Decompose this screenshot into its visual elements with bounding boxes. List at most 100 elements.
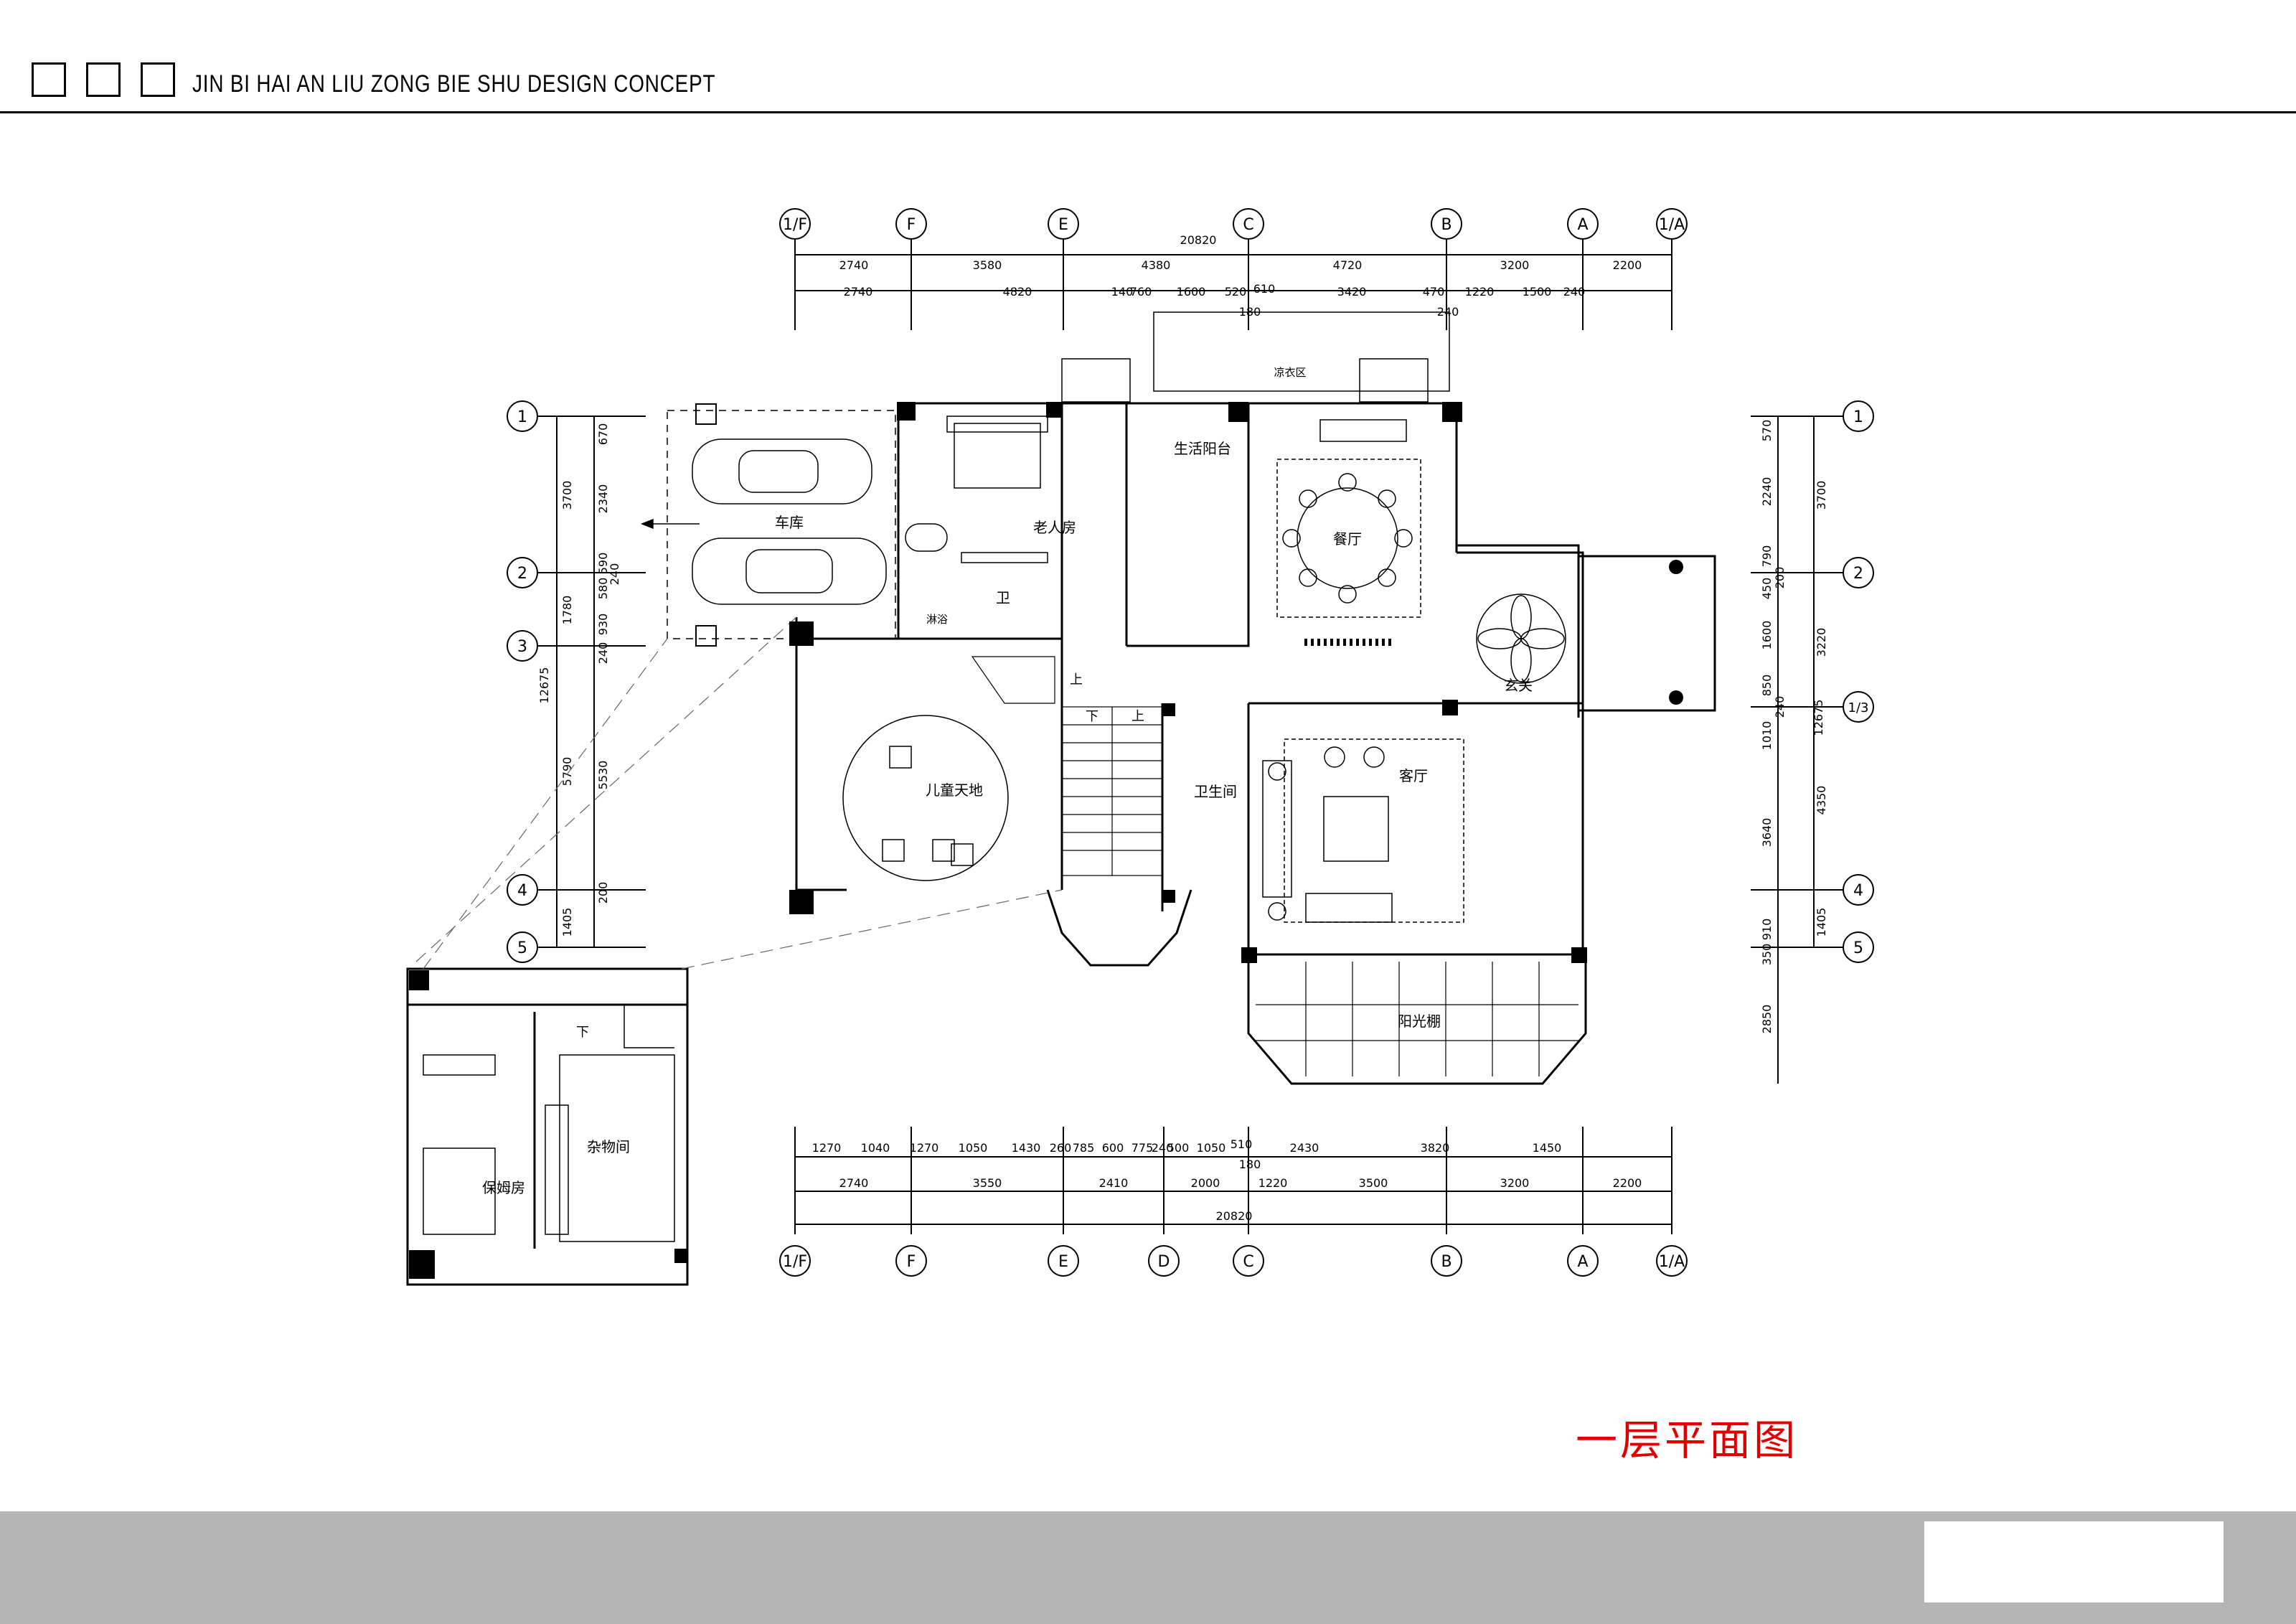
axis-right-2: 2 xyxy=(1853,565,1863,583)
dim-bot-5: 1430 xyxy=(1012,1141,1041,1155)
dim-rightin-6: 1600 xyxy=(1760,621,1774,650)
dim-rightin-7: 850 xyxy=(1760,675,1774,697)
dim-leftin-1: 670 xyxy=(596,423,610,446)
axis-left-1: 1 xyxy=(517,408,527,426)
dim-leftin-9: 200 xyxy=(596,882,610,904)
dim-rightin-2: 2240 xyxy=(1760,477,1774,507)
dim-top2-1: 2740 xyxy=(844,285,873,299)
stair-down-1: 下 xyxy=(1086,709,1098,724)
dim-rightin-5: 450 xyxy=(1760,578,1774,600)
stair-up-2: 上 xyxy=(1131,709,1144,724)
dim-top2-14: 240 xyxy=(1563,285,1586,299)
annex-furniture xyxy=(423,1005,675,1242)
axis-bottom-6: B xyxy=(1441,1253,1452,1271)
dim-leftin-4: 580 xyxy=(596,578,610,600)
dim-bot-8: 600 xyxy=(1102,1141,1124,1155)
axis-right-4: 4 xyxy=(1853,882,1863,900)
dim-top2-5: 1600 xyxy=(1177,285,1206,299)
dim-bot2-5: 1220 xyxy=(1258,1176,1288,1190)
axis-right-1: 1 xyxy=(1853,408,1863,426)
stair-up-1: 上 xyxy=(1070,672,1083,687)
dim-rightin-1: 570 xyxy=(1760,420,1774,442)
axis-top-4: C xyxy=(1243,216,1253,234)
dim-left-4: 1405 xyxy=(560,908,574,937)
dim-top-4: 4720 xyxy=(1333,258,1363,272)
dim-top2-12: 1220 xyxy=(1465,285,1495,299)
dim-bot-6: 260 xyxy=(1050,1141,1072,1155)
dim-bot-7: 785 xyxy=(1073,1141,1095,1155)
label-elderly: 老人房 xyxy=(1033,519,1076,536)
dim-top2-2: 4820 xyxy=(1003,285,1032,299)
label-storage: 杂物间 xyxy=(587,1138,630,1155)
axis-bottom-8: 1/A xyxy=(1659,1253,1685,1271)
elderly-bed xyxy=(905,416,1048,563)
garage-outline xyxy=(667,410,896,639)
axis-left-5: 5 xyxy=(517,939,527,957)
sunroom-grid xyxy=(1256,962,1578,1076)
dim-bot2-1: 2740 xyxy=(839,1176,869,1190)
kids-rug xyxy=(842,715,1009,881)
balcony-planter-right xyxy=(1359,358,1429,403)
dim-leftin-6: 930 xyxy=(596,614,610,636)
dim-top2-6: 520 xyxy=(1225,285,1247,299)
dim-leftin-2: 2340 xyxy=(596,484,610,514)
dim-top2-7: 610 xyxy=(1253,282,1276,296)
label-nanny: 保姆房 xyxy=(482,1179,525,1196)
axis-left-3: 3 xyxy=(517,638,527,656)
dim-rightin-14: 2850 xyxy=(1760,1005,1774,1034)
dim-top-1: 2740 xyxy=(839,258,869,272)
foyer-rosette xyxy=(1476,593,1566,684)
label-sunroom: 阳光棚 xyxy=(1398,1013,1441,1030)
axis-top-1: 1/F xyxy=(783,216,807,234)
dim-left-2: 1780 xyxy=(560,596,574,625)
logo-box-3 xyxy=(141,62,175,97)
dim-rightin-12: 910 xyxy=(1760,919,1774,941)
dim-bot-12: 1050 xyxy=(1197,1141,1226,1155)
dim-bot-11: 500 xyxy=(1167,1141,1190,1155)
dim-bot2-7: 3200 xyxy=(1500,1176,1530,1190)
garage-square-2 xyxy=(695,625,717,647)
dim-right-1: 3700 xyxy=(1815,481,1828,510)
dim-bot-9: 775 xyxy=(1131,1141,1154,1155)
label-bath-small: 卫 xyxy=(996,589,1010,606)
dim-bottom-total: 20820 xyxy=(1216,1209,1253,1223)
dim-bot-2: 1040 xyxy=(861,1141,890,1155)
dim-rightin-13: 350 xyxy=(1760,944,1774,966)
label-dining: 餐厅 xyxy=(1333,530,1362,548)
axis-right-3: 1/3 xyxy=(1848,700,1869,715)
axis-top-6: A xyxy=(1577,216,1588,234)
axis-bottom-2: F xyxy=(907,1253,916,1271)
axis-top-2: F xyxy=(907,216,916,234)
dim-top2-4: 760 xyxy=(1130,285,1152,299)
dim-bot-4: 1050 xyxy=(959,1141,988,1155)
dim-top2-13: 1500 xyxy=(1523,285,1552,299)
axis-bottom-5: C xyxy=(1243,1253,1253,1271)
label-living: 客厅 xyxy=(1399,767,1428,784)
dim-top2-9: 3420 xyxy=(1337,285,1367,299)
label-kids: 儿童天地 xyxy=(926,782,983,799)
footer-bar xyxy=(0,1511,2296,1624)
axis-left-2: 2 xyxy=(517,565,527,583)
dim-bot-1: 1270 xyxy=(812,1141,842,1155)
dim-bot-3: 1270 xyxy=(910,1141,939,1155)
dim-rightin-8: 240 xyxy=(1773,696,1787,718)
dim-leftin-8: 5530 xyxy=(596,761,610,790)
dining-table xyxy=(1276,459,1421,618)
dim-bot2-2: 3550 xyxy=(973,1176,1002,1190)
dim-top2-10: 470 xyxy=(1423,285,1445,299)
logo-box-2 xyxy=(86,62,121,97)
balcony-kitchen-walls xyxy=(1126,402,1250,647)
dim-bot2-8: 2200 xyxy=(1613,1176,1642,1190)
axis-bottom-1: 1/F xyxy=(783,1253,807,1271)
dim-left-total: 12675 xyxy=(537,667,551,704)
axis-top-5: B xyxy=(1441,216,1452,234)
dim-bot-13: 510 xyxy=(1231,1137,1253,1151)
staircase xyxy=(971,656,1163,876)
axis-left-4: 4 xyxy=(517,882,527,900)
dim-bot-15: 2430 xyxy=(1290,1141,1319,1155)
label-washroom: 卫生间 xyxy=(1194,783,1237,800)
label-shower: 淋浴 xyxy=(926,613,948,626)
label-foyer: 玄关 xyxy=(1504,677,1533,694)
dim-leftin-7: 240 xyxy=(596,642,610,665)
